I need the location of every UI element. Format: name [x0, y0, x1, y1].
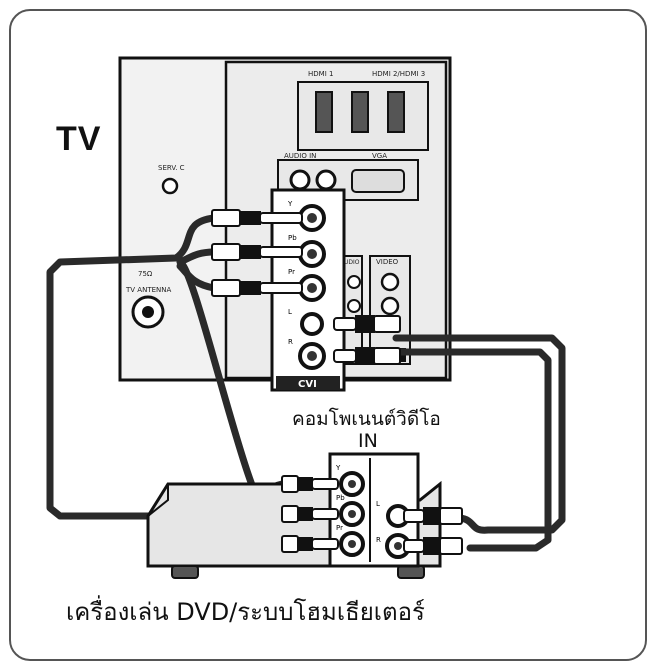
hdmi-port-1: [315, 91, 333, 133]
cvi-jack-pr-label: Pr: [288, 268, 295, 276]
side-audio-label: UDIO: [344, 259, 360, 266]
cvi-jack-y-label: Y: [287, 200, 293, 208]
cvi-jack-r-label: R: [288, 338, 293, 346]
cvi-jack-l: [300, 312, 324, 336]
vga-port: [351, 169, 405, 193]
tv-audio-plugs: [333, 315, 401, 365]
dvd-jack-l-label: L: [376, 500, 380, 508]
audio-cable-left: [392, 348, 552, 552]
vga-label: VGA: [372, 152, 387, 160]
dvd-video-plugs: [281, 475, 339, 553]
hdmi-port-2: [351, 91, 369, 133]
tv-video-plugs: [211, 209, 303, 297]
audio-in-jack-r: [315, 169, 337, 191]
dvd-jack-pr-label: Pr: [336, 524, 343, 532]
antenna-ohm-label: 75Ω: [138, 270, 153, 278]
dvd-jack-y-label: Y: [335, 464, 341, 472]
dvd-audio-plugs: [403, 507, 463, 555]
dvd-player-label: เครื่องเล่น DVD/ระบบโฮมเธียเตอร์: [66, 598, 425, 626]
cvi-block: CVI Y Pb Pr L R: [270, 188, 346, 392]
dvd-foot-left: [171, 565, 199, 579]
dvd-foot-right: [397, 565, 425, 579]
antenna-label: TV ANTENNA: [125, 286, 171, 294]
audio-in-jack-l: [289, 169, 311, 191]
cvi-label: CVI: [298, 379, 317, 390]
service-jack: [161, 177, 179, 195]
dvd-jack-pb-label: Pb: [336, 494, 345, 502]
service-label: SERV. C: [158, 164, 185, 172]
hdmi-1-label: HDMI 1: [308, 70, 333, 78]
dvd-jack-r-label: R: [376, 536, 381, 544]
audio-cable-right: [392, 334, 566, 534]
audio-in-label: AUDIO IN: [284, 152, 316, 160]
cvi-jack-l-label: L: [288, 308, 292, 316]
cvi-label-bar: [276, 376, 340, 390]
component-video-in-label: คอมโพเนนต์วิดีโอ: [292, 408, 441, 430]
component-in-label: IN: [358, 430, 378, 452]
hdmi-2-3-label: HDMI 2/HDMI 3: [372, 70, 425, 78]
hdmi-port-3: [387, 91, 405, 133]
side-video-label: VIDEO: [376, 258, 399, 266]
tv-label: TV: [56, 120, 102, 158]
cvi-jack-pb-label: Pb: [288, 234, 297, 242]
